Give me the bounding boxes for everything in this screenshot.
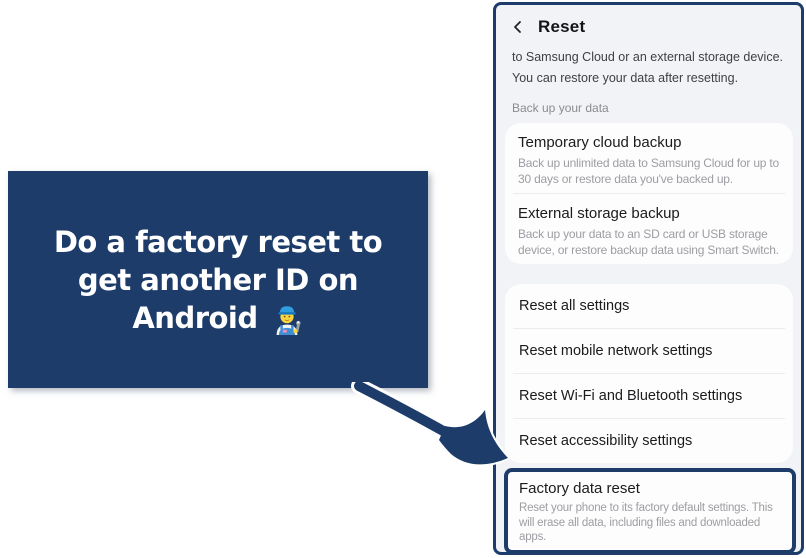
intro-line: You can restore your data after resettin… <box>512 71 739 85</box>
reset-options-card: Reset all settings Reset mobile network … <box>505 284 793 463</box>
item-title: External storage backup <box>518 205 680 222</box>
back-button[interactable] <box>510 20 525 35</box>
backup-card: Temporary cloud backup Back up unlimited… <box>505 123 793 264</box>
callout-line: get another ID on <box>77 262 359 297</box>
list-item-factory-data-reset[interactable]: Factory data reset Reset your phone to i… <box>508 472 792 549</box>
item-description: Back up your data to an SD card or USB s… <box>518 227 779 257</box>
section-label-backup: Back up your data <box>512 101 609 115</box>
pointer-arrow-icon <box>351 382 510 467</box>
callout-box: Do a factory reset to get another ID on … <box>8 171 428 388</box>
list-item-reset-mobile-network-settings[interactable]: Reset mobile network settings <box>519 343 713 359</box>
list-item-external-storage-backup[interactable]: External storage backup Back up your dat… <box>505 194 793 264</box>
list-item-reset-wifi-bluetooth-settings[interactable]: Reset Wi-Fi and Bluetooth settings <box>519 388 743 404</box>
mechanic-emoji <box>276 305 301 335</box>
callout-line: Do a factory reset to <box>53 224 383 259</box>
list-item-temporary-cloud-backup[interactable]: Temporary cloud backup Back up unlimited… <box>505 123 793 193</box>
divider <box>513 373 785 374</box>
divider <box>513 418 785 419</box>
list-item-reset-all-settings[interactable]: Reset all settings <box>519 298 630 314</box>
item-title: Temporary cloud backup <box>518 134 682 151</box>
chevron-left-icon <box>513 21 521 33</box>
page-title: Reset <box>538 17 586 36</box>
callout-line: Android <box>132 300 258 335</box>
divider <box>513 328 785 329</box>
item-description: Reset your phone to its factory default … <box>519 502 773 543</box>
list-item-reset-accessibility-settings[interactable]: Reset accessibility settings <box>519 433 693 449</box>
divider <box>513 193 785 194</box>
phone-screenshot: Reset to Samsung Cloud or an external st… <box>493 2 804 555</box>
intro-text: to Samsung Cloud or an external storage … <box>512 47 793 89</box>
intro-line: to Samsung Cloud or an external storage … <box>512 50 783 64</box>
callout-text: Do a factory reset to get another ID on … <box>53 223 383 337</box>
factory-data-reset-highlight: Factory data reset Reset your phone to i… <box>504 468 796 552</box>
item-title: Factory data reset <box>519 480 640 497</box>
header: Reset <box>496 5 801 40</box>
item-description: Back up unlimited data to Samsung Cloud … <box>518 156 780 186</box>
